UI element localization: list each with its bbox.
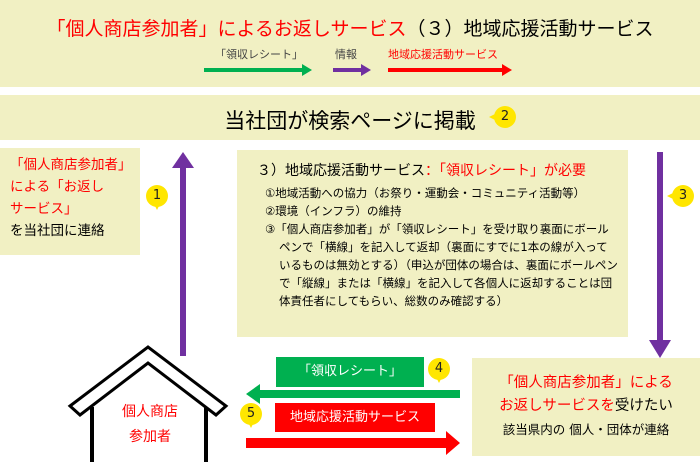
- house-label-line-1: 個人商店: [122, 404, 178, 420]
- house-icon: [67, 345, 229, 462]
- applicant-line-2: お返しサービスを受けたい: [472, 395, 700, 418]
- listing-text: 当社団が検索ページに掲載: [224, 109, 476, 133]
- service-label: 地域応援活動サービス: [289, 410, 420, 425]
- service-item-3: ③「個人商店参加者」が「領収レシート」を受け取り裏面にボールペンで「横線」を記入…: [265, 222, 618, 308]
- step-badge-1: 1: [146, 185, 168, 210]
- receipt-arrow-left: [246, 384, 460, 404]
- legend-arrows: [204, 64, 512, 76]
- listing-banner: 当社団が検索ページに掲載 2: [0, 95, 700, 140]
- heading-black: ３）地域応援活動サービス: [257, 163, 425, 179]
- service-item-1: ①地域活動への協力（お祭り・運動会・コミュニティ活動等）: [265, 186, 586, 200]
- legend-receipt-arrow: [204, 64, 312, 76]
- service-heading: ３）地域応援活動サービス：「領収レシート」が必要: [257, 162, 618, 180]
- step-badge-4: 4: [428, 358, 450, 383]
- legend-info-arrow: [333, 64, 371, 76]
- receipt-label-box: 「領収レシート」: [276, 357, 424, 387]
- legend-service-arrow: [388, 64, 512, 76]
- info-arrow-down: [649, 152, 671, 358]
- step-badge-2: 2: [489, 106, 516, 128]
- legend-receipt-label: 「領収レシート」: [215, 48, 303, 61]
- heading-red: ：「領収レシート」が必要: [425, 163, 586, 179]
- legend-service-label: 地域応援活動サービス: [388, 48, 498, 61]
- service-label-box: 地域応援活動サービス: [275, 403, 435, 432]
- house-label-line-2: 参加者: [129, 429, 171, 445]
- contact-line-1: 「個人商店参加者」: [10, 157, 132, 173]
- page-title: 「個人商店参加者」によるお返しサービス（３）地域応援活動サービス: [0, 14, 700, 41]
- header-banner: 「個人商店参加者」によるお返しサービス（３）地域応援活動サービス 「領収レシート…: [0, 0, 700, 87]
- applicant-line-2-black: 受けたい: [614, 398, 673, 414]
- contact-line-3: サービス」: [10, 201, 78, 217]
- contact-line-2: による「お返し: [10, 179, 105, 195]
- step-badge-3: 3: [667, 185, 694, 207]
- service-item-2: ②環境（インフラ）の維持: [265, 204, 402, 218]
- contact-line-4: を当社団に連絡: [10, 223, 105, 239]
- service-description-box: ３）地域応援活動サービス：「領収レシート」が必要 ①地域活動への協力（お祭り・運…: [237, 150, 628, 337]
- applicant-line-3: 該当県内の 個人・団体が連絡: [502, 422, 670, 437]
- applicant-line-1: 「個人商店参加者」による: [499, 375, 673, 391]
- applicant-line-2-red: お返しサービスを: [499, 398, 615, 414]
- contact-box: 「個人商店参加者」 による「お返し サービス」 を当社団に連絡: [0, 148, 140, 255]
- receipt-label: 「領収レシート」: [297, 364, 402, 379]
- title-red: 「個人商店参加者」によるお返しサービス: [46, 18, 407, 40]
- house-label: 個人商店 参加者: [90, 400, 210, 450]
- title-black: （３）地域応援活動サービス: [406, 18, 654, 40]
- step-badge-5: 5: [240, 403, 262, 428]
- applicant-box: 「個人商店参加者」による お返しサービスを受けたい 該当県内の 個人・団体が連絡: [472, 358, 700, 456]
- legend-info-label: 情報: [335, 48, 357, 61]
- info-arrow-up: [172, 152, 194, 356]
- service-arrow-right: [246, 431, 460, 455]
